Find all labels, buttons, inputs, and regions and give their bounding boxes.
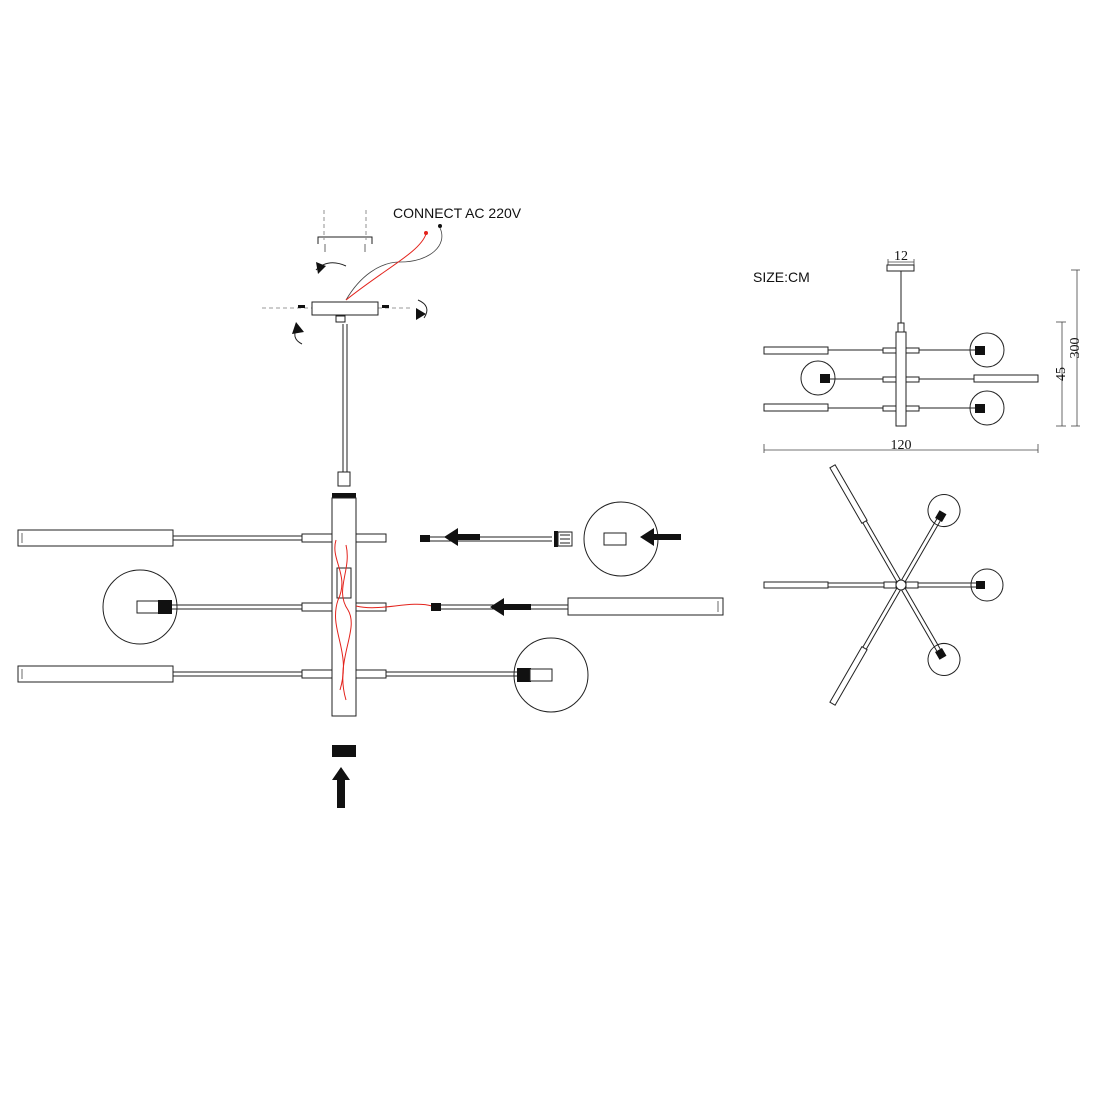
glass-globe [102,569,178,645]
plug-connector-icon [554,531,573,547]
led-tube [829,646,868,706]
fixture-height-dimension: 45 [1054,367,1069,381]
led-tube [567,597,724,616]
led-tube [17,665,174,683]
led-tube [763,403,829,412]
insert-arrow-icon [444,528,480,546]
glass-globe [513,637,589,713]
glass-globe [969,332,1005,368]
overall-width-dimension: 120 [891,438,912,453]
led-tube [17,529,174,547]
insert-arrow-icon [332,767,350,808]
top-view [763,464,1004,706]
rotate-arrow-icon [417,299,428,319]
glass-globe [969,390,1005,426]
canopy-width-dimension: 12 [894,249,908,264]
plug-connector-icon [136,600,160,614]
glass-globe [927,642,961,676]
connect-label: CONNECT AC 220V [393,205,522,221]
end-cap [332,745,356,757]
glass-globe [927,494,961,528]
led-tube [763,346,829,355]
rotate-arrow-icon [292,322,304,334]
plug-connector-icon [529,668,553,682]
insert-arrow-icon [490,598,531,616]
overall-height-dimension: 300 [1068,338,1083,359]
central-body [331,497,357,717]
glass-globe [800,360,836,396]
rod-coupler [337,471,351,487]
rotate-arrow-icon [416,308,426,320]
led-tube [973,374,1039,383]
canopy-plate [311,301,379,316]
side-elevation-view: SIZE:CM 12 [753,249,1083,453]
insert-arrow-icon [640,528,681,546]
led-tube [763,581,829,589]
ceiling-mount-assembly [262,210,443,487]
central-body [895,331,907,427]
driver-box [336,567,352,599]
canopy-plate [886,264,915,272]
hub [895,579,907,591]
led-tube [829,464,868,524]
fixture-exploded-view [17,493,724,808]
rotate-arrow-icon [316,262,326,274]
glass-globe [970,568,1004,602]
mounting-bracket [317,236,373,244]
size-label: SIZE:CM [753,269,810,285]
